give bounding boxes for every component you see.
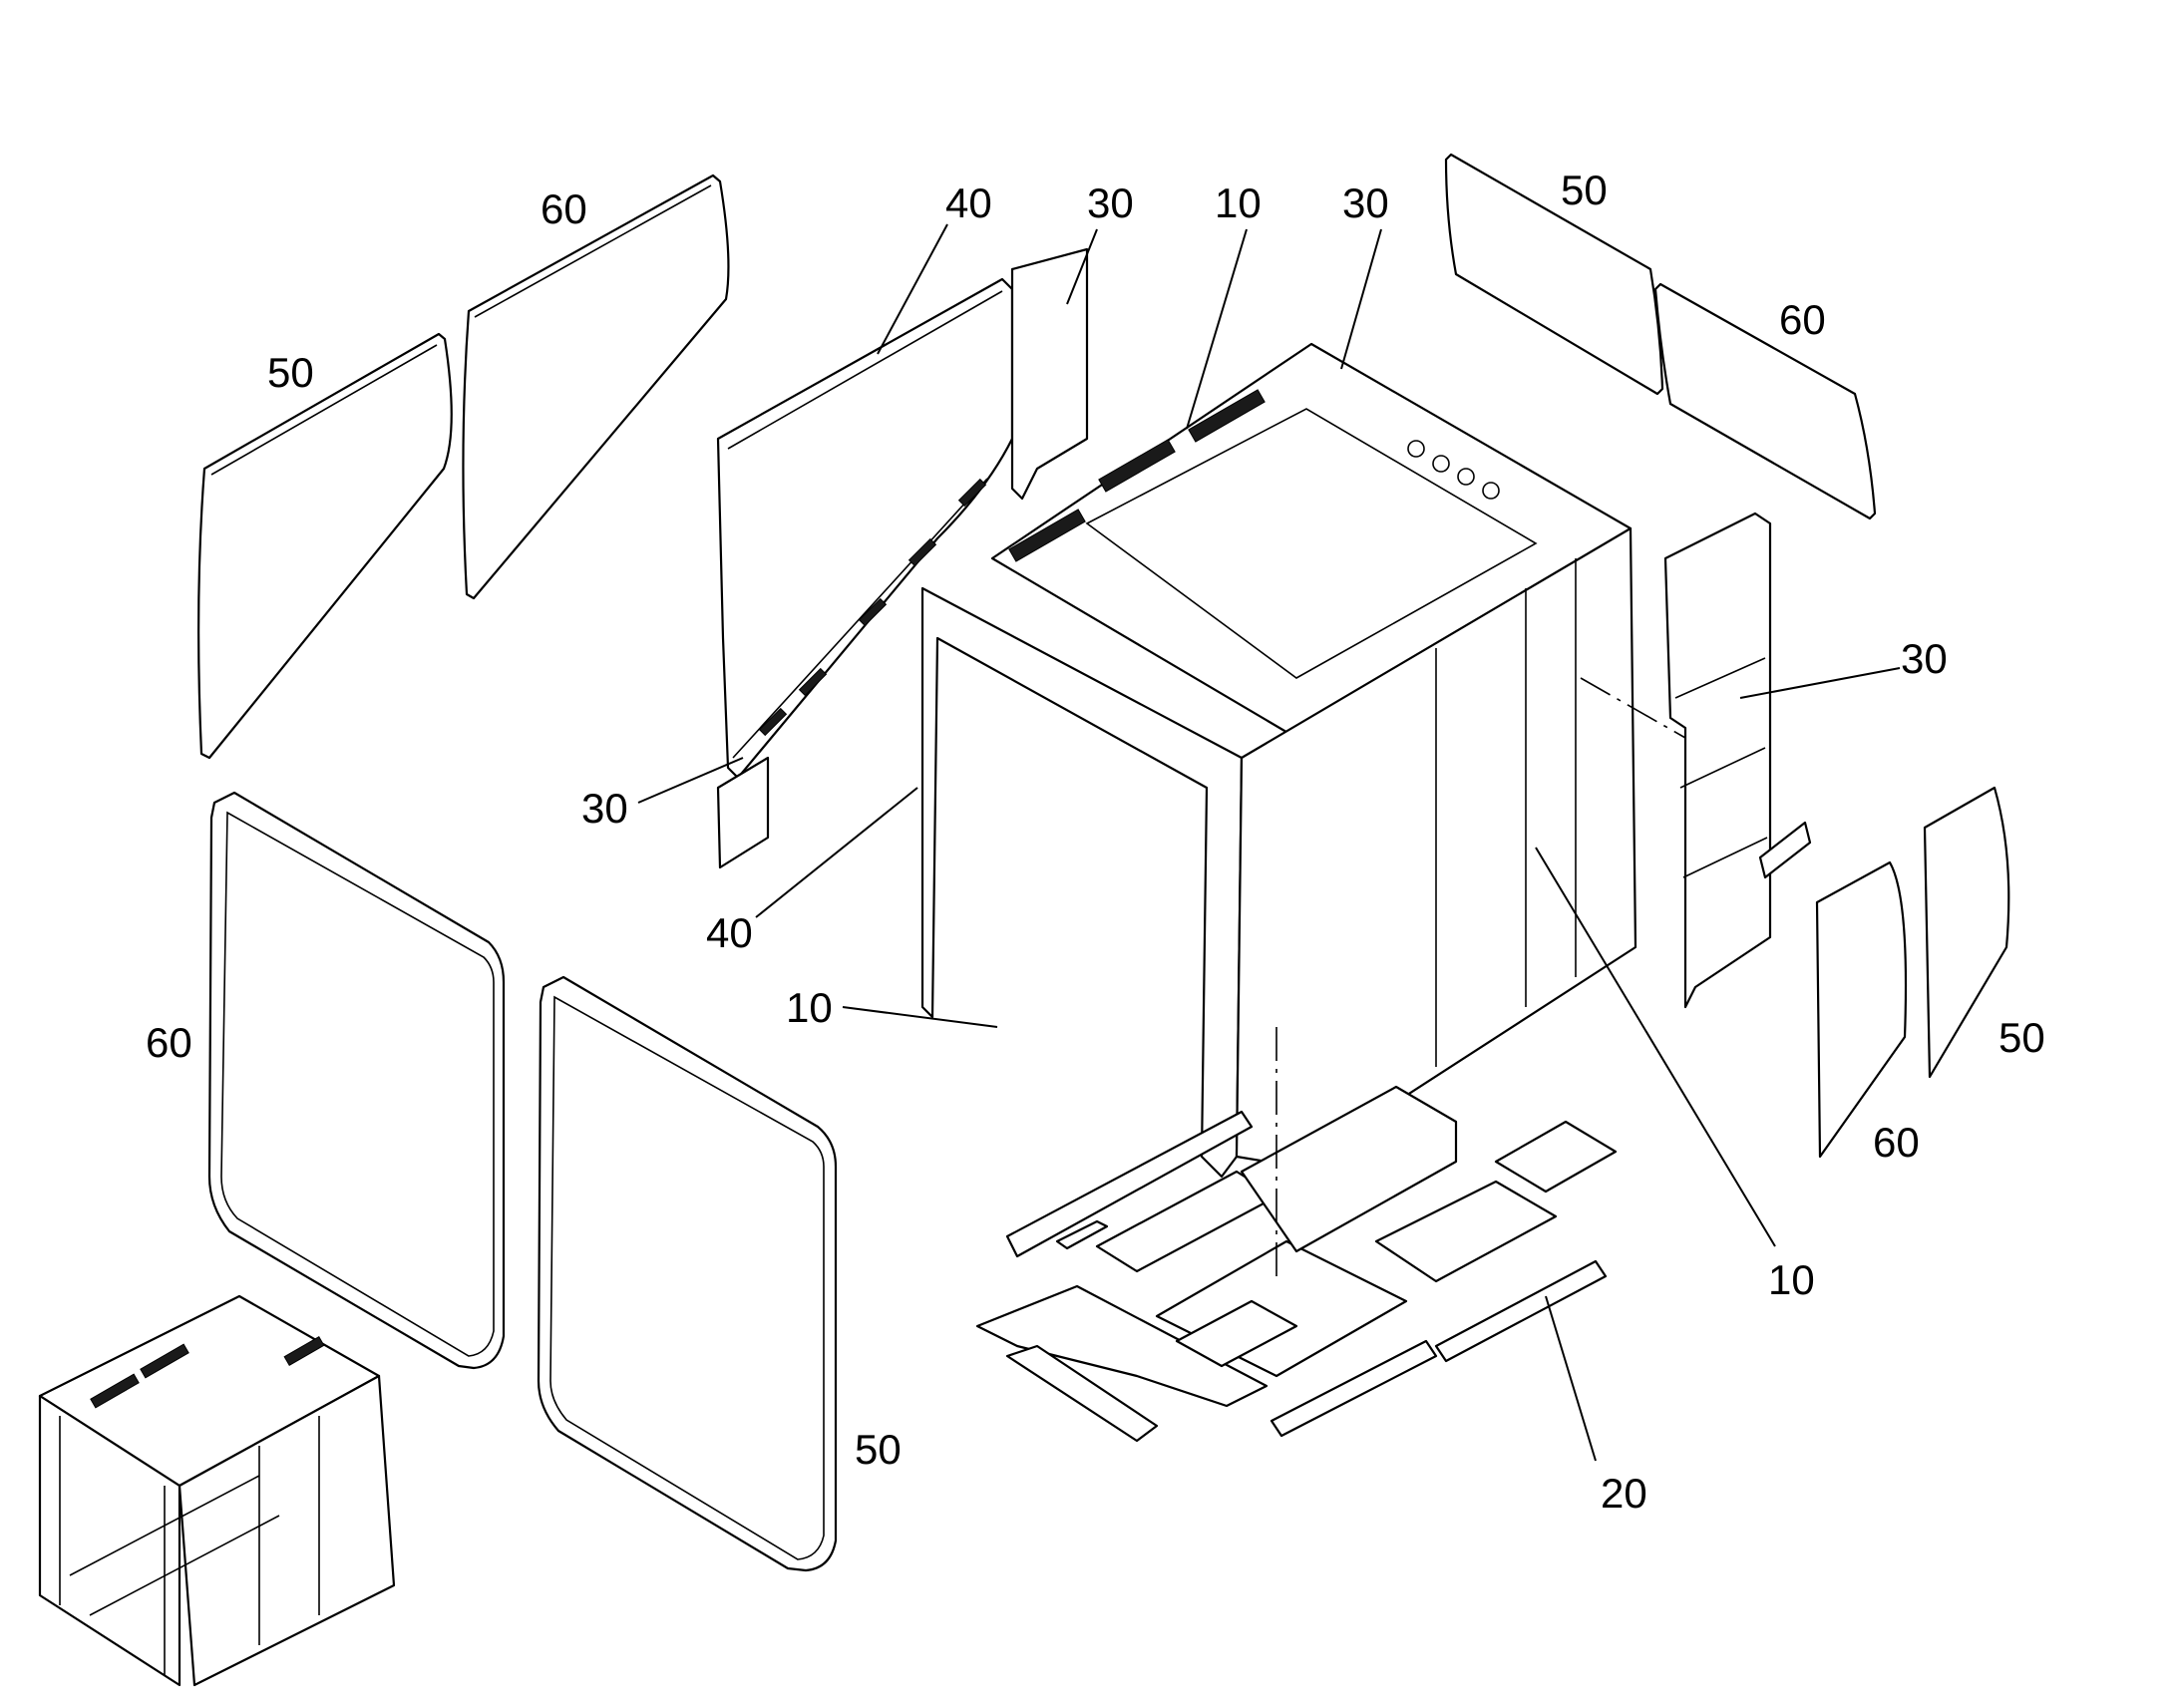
callout-30-top-roof: 30 bbox=[1342, 179, 1389, 226]
callout-60-left: 60 bbox=[146, 1019, 192, 1066]
callout-50-bottom: 50 bbox=[855, 1426, 902, 1473]
glass-panel-50-right-small bbox=[1923, 786, 2010, 1079]
callout-labels: 50 60 40 30 10 30 50 60 30 30 40 10 60 5… bbox=[146, 167, 2045, 1517]
glass-panel-60-top-left bbox=[462, 173, 730, 600]
glass-panel-50-top-right bbox=[1444, 153, 1664, 396]
side-panel-30-right bbox=[1663, 512, 1812, 1009]
callout-60-top-right: 60 bbox=[1779, 296, 1826, 343]
callout-30-left-panel: 30 bbox=[581, 785, 628, 832]
trim-panel-30-lower bbox=[716, 756, 770, 869]
callout-10-left: 10 bbox=[786, 984, 833, 1031]
cab-frame-main bbox=[920, 342, 1637, 1179]
callout-40-top: 40 bbox=[945, 179, 992, 226]
callout-10-top: 10 bbox=[1215, 179, 1262, 226]
glass-panel-50-top-left bbox=[197, 332, 453, 760]
glass-panel-60-left bbox=[207, 791, 506, 1370]
glass-panel-50-bottom bbox=[537, 975, 838, 1572]
callout-60-right-small: 60 bbox=[1873, 1119, 1920, 1166]
leader-lines bbox=[637, 223, 1901, 1462]
callout-40-left: 40 bbox=[706, 909, 753, 956]
callout-60-top-left: 60 bbox=[541, 185, 587, 232]
callout-50-top-right: 50 bbox=[1561, 167, 1608, 213]
door-frame-40-top bbox=[716, 277, 1014, 780]
callout-30-right: 30 bbox=[1901, 635, 1948, 682]
callout-20-bottom: 20 bbox=[1601, 1470, 1647, 1517]
callout-10-right: 10 bbox=[1768, 1256, 1815, 1303]
glass-panel-60-right-small bbox=[1815, 860, 1908, 1159]
cab-assembled-thumbnail bbox=[38, 1294, 396, 1687]
glass-panel-60-top-right bbox=[1653, 282, 1877, 520]
callout-50-right-small: 50 bbox=[1998, 1014, 2045, 1061]
trim-panel-30-upper bbox=[1010, 247, 1089, 501]
callout-30-top-left: 30 bbox=[1087, 179, 1134, 226]
callout-50-top-left: 50 bbox=[267, 349, 314, 396]
centerline-right bbox=[1580, 677, 1686, 739]
floor-parts-20 bbox=[975, 1085, 1618, 1443]
